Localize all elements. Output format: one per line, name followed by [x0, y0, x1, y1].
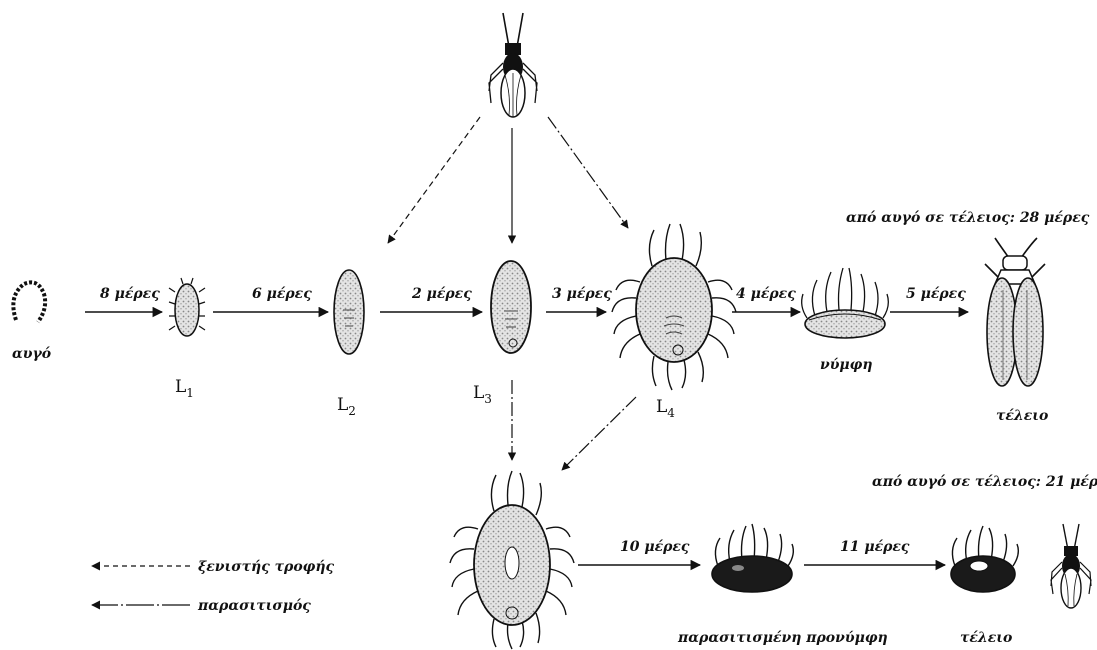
l3-label: L3: [473, 383, 492, 406]
duration-l3-l4: 3 μέρες: [552, 285, 612, 302]
duration-l2-l3: 2 μέρες: [411, 285, 472, 302]
pupa-label: νύμφη: [820, 357, 873, 373]
l4-label: L4: [656, 397, 675, 420]
parasitized-pupa-icon: [712, 524, 793, 592]
pupa-icon: [802, 268, 889, 338]
legend-parasitism: παρασιτισμός: [197, 598, 311, 614]
parasitism-arrow-l4: [548, 117, 628, 228]
wasp-small-icon: [1051, 524, 1091, 608]
parasitoid-total-duration: από αυγό σε τέλειος: 21 μέρες: [872, 473, 1097, 490]
larva-l3-icon: [491, 261, 531, 353]
duration-egg-l1: 8 μέρες: [100, 285, 160, 302]
arrow-l4-parasitized: [562, 397, 636, 470]
host-total-duration: από αυγό σε τέλειος: 28 μέρες: [846, 209, 1090, 226]
l1-label: L1: [175, 377, 194, 400]
egg-icon: [13, 282, 45, 322]
parasitized-larva-icon: [450, 471, 574, 649]
wasp-icon: [489, 13, 537, 117]
duration-para-prepupa: 10 μέρες: [620, 538, 690, 555]
parasitoid-adult-label: τέλειο: [960, 629, 1012, 646]
adult-label: τέλειο: [996, 407, 1048, 424]
duration-l1-l2: 6 μέρες: [252, 285, 312, 302]
parasitized-prepupa-label: παρασιτισμένη προνύμφη: [677, 629, 888, 646]
legend-host-feeding: ξενιστής τροφής: [198, 559, 335, 575]
duration-l4-pupa: 4 μέρες: [736, 285, 796, 302]
larva-l1-icon: [169, 278, 205, 336]
host-feeding-arrow-l2: [388, 117, 480, 243]
adult-fly-icon: [985, 238, 1045, 386]
legend: ξενιστής τροφής παρασιτισμός: [92, 559, 335, 614]
emerged-pupa-icon: [951, 526, 1018, 592]
l2-label: L2: [337, 395, 356, 418]
larva-l4-icon: [612, 224, 736, 390]
egg-label: αυγό: [12, 346, 51, 362]
larva-l2-icon: [334, 270, 364, 354]
duration-prepupa-adult: 11 μέρες: [840, 538, 910, 555]
duration-pupa-adult: 5 μέρες: [906, 285, 966, 302]
